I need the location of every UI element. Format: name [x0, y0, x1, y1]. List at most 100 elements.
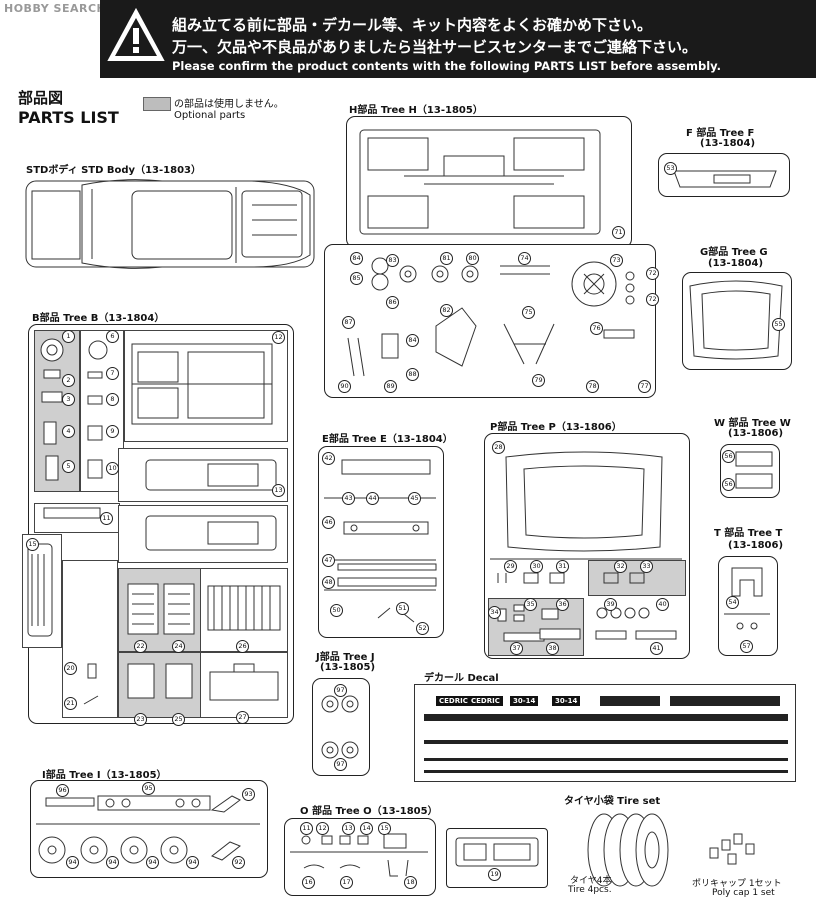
part-num-o12: 12: [316, 822, 329, 835]
part-num-b6: 6: [106, 330, 119, 343]
poly-cap-drawing: [709, 833, 755, 865]
part-num-e44: 44: [366, 492, 379, 505]
part-num-h89: 89: [384, 380, 397, 393]
part-num-p34: 34: [488, 606, 501, 619]
part-num-b8: 8: [106, 393, 119, 406]
part-num-p39: 39: [604, 598, 617, 611]
part-num-h76: 76: [590, 322, 603, 335]
part-num-b21: 21: [64, 697, 77, 710]
side-body-drawing: [27, 543, 53, 637]
part-num-t57: 57: [740, 640, 753, 653]
tree-f-code: (13-1804): [700, 138, 756, 149]
watermark-logo: HOBBY SEARCH: [4, 2, 107, 15]
tree-o-drawings: [290, 833, 539, 877]
decal-strip-5: [600, 696, 660, 706]
legend-en: Optional parts: [174, 110, 246, 121]
part-num-p33: 33: [640, 560, 653, 573]
part-num-b22: 22: [134, 640, 147, 653]
tree-w-code: (13-1806): [728, 428, 784, 439]
part-num-p38: 38: [546, 642, 559, 655]
part-num-p36: 36: [556, 598, 569, 611]
part-num-o17: 17: [340, 876, 353, 889]
part-num-p31: 31: [556, 560, 569, 573]
part-num-b27: 27: [236, 711, 249, 724]
part-num-b25: 25: [172, 713, 185, 726]
part-num-h75: 75: [522, 306, 535, 319]
part-num-e50: 50: [330, 604, 343, 617]
tree-o-label: O 部品 Tree O（13-1805）: [300, 806, 438, 817]
poly-cap-en: Poly cap 1 set: [712, 888, 775, 898]
part-num-e46: 46: [322, 516, 335, 529]
part-num-e52: 52: [416, 622, 429, 635]
decal-plate-1: 30-14: [510, 696, 539, 706]
tree-p-label: P部品 Tree P（13-1806）: [490, 422, 622, 433]
part-num-h90: 90: [338, 380, 351, 393]
tire-drawing: [587, 813, 669, 887]
part-num-i94a: 94: [66, 856, 79, 869]
part-num-h84a: 84: [350, 252, 363, 265]
decal-cedric-1: CEDRIC: [436, 696, 471, 706]
decal-strip-2: [424, 740, 788, 744]
part-num-e48: 48: [322, 576, 335, 589]
decal-cedric-2: CEDRIC: [468, 696, 503, 706]
part-num-h86: 86: [386, 296, 399, 309]
part-num-h88: 88: [406, 368, 419, 381]
part-num-o19: 19: [488, 868, 501, 881]
part-num-o16: 16: [302, 876, 315, 889]
std-body-label: STDボディ STD Body（13-1803）: [26, 165, 201, 176]
part-num-e43: 43: [342, 492, 355, 505]
part-num-h74: 74: [518, 252, 531, 265]
decal-strip-1: [424, 714, 788, 721]
part-num-j97a: 97: [334, 684, 347, 697]
tree-g-drawing: [689, 280, 783, 360]
tire-set-label: タイヤ小袋 Tire set: [564, 796, 661, 807]
part-num-o13: 13: [342, 822, 355, 835]
part-num-p35: 35: [524, 598, 537, 611]
part-num-h77: 77: [638, 380, 651, 393]
part-num-i92: 92: [232, 856, 245, 869]
part-num-i94c: 94: [146, 856, 159, 869]
warning-line-1: 組み立てる前に部品・デカール等、キット内容をよくお確かめ下さい。: [172, 16, 653, 34]
tree-t-label: T 部品 Tree T: [714, 528, 783, 539]
tree-h-drawings: [347, 129, 635, 377]
part-num-h83: 83: [386, 254, 399, 267]
part-num-j97b: 97: [334, 758, 347, 771]
tree-f-drawing: [673, 170, 777, 188]
tree-w-label: W 部品 Tree W: [714, 418, 791, 429]
part-num-p28: 28: [492, 441, 505, 454]
tree-b-label: B部品 Tree B（13-1804）: [32, 313, 165, 324]
part-num-i94b: 94: [106, 856, 119, 869]
tree-b-cell-20: [62, 560, 118, 718]
part-num-o14: 14: [360, 822, 373, 835]
part-num-b2: 2: [62, 374, 75, 387]
warning-line-2: 万一、欠品や不良品がありましたら当社サービスセンターまでご連絡下さい。: [172, 38, 698, 56]
part-num-o15: 15: [378, 822, 391, 835]
parts-list-title-jp: 部品図: [18, 89, 64, 107]
part-num-b5: 5: [62, 460, 75, 473]
tree-g-code: (13-1804): [708, 258, 764, 269]
warning-line-3: Please confirm the product contents with…: [172, 59, 721, 73]
part-num-o18: 18: [404, 876, 417, 889]
tree-e-drawings: [324, 459, 437, 623]
part-num-i96: 96: [56, 784, 69, 797]
parts-list-title-en: PARTS LIST: [18, 108, 119, 127]
part-num-p40: 40: [656, 598, 669, 611]
part-num-b9: 9: [106, 425, 119, 438]
part-num-h85: 85: [350, 272, 363, 285]
std-body-drawing: [25, 179, 315, 269]
part-num-h78: 78: [586, 380, 599, 393]
part-num-b3: 3: [62, 393, 75, 406]
tree-j-label: J部品 Tree J: [316, 652, 375, 663]
tire-count-en: Tire 4pcs.: [568, 885, 612, 895]
decal-strip-4: [424, 770, 788, 773]
tree-p-drawings: [490, 451, 682, 642]
part-num-b26: 26: [236, 640, 249, 653]
part-num-f53: 53: [664, 162, 677, 175]
part-num-h84b: 84: [406, 334, 419, 347]
tree-j-drawing: [321, 695, 359, 759]
tree-j-code: (13-1805): [320, 662, 376, 673]
part-num-e45: 45: [408, 492, 421, 505]
tree-t-code: (13-1806): [728, 540, 784, 551]
tree-f-label: F 部品 Tree F: [686, 128, 755, 139]
part-num-b15: 15: [26, 538, 39, 551]
